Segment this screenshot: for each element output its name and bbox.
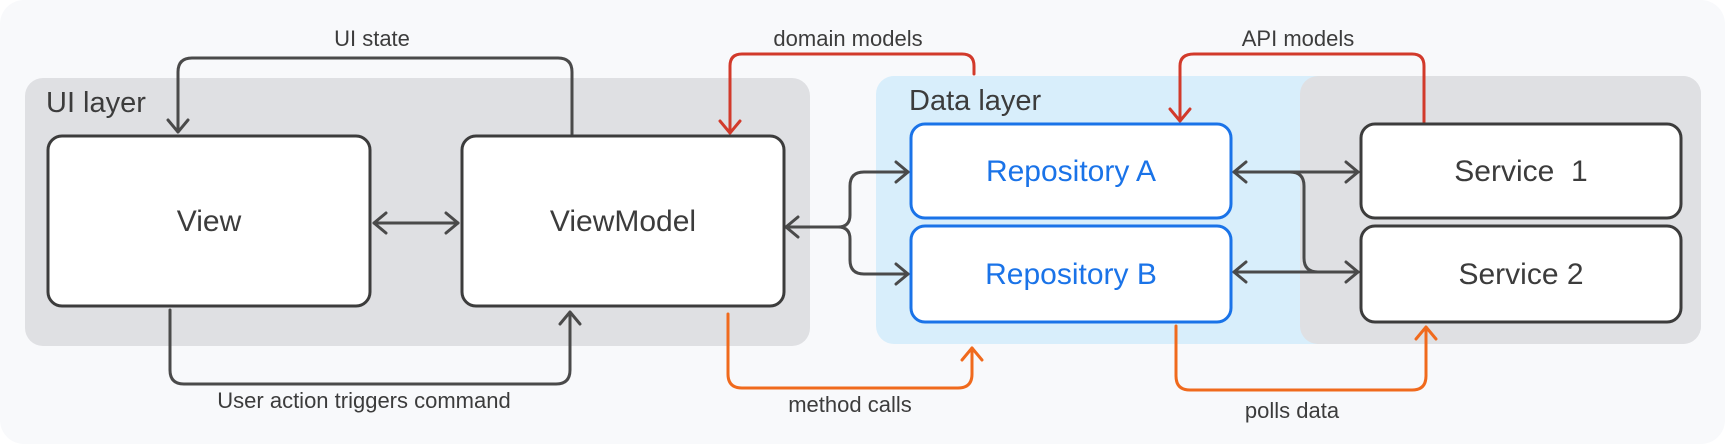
service-2-box	[1359, 224, 1683, 324]
polls-data-arrow	[1174, 324, 1428, 392]
service-2-label: Service 2	[1458, 258, 1583, 291]
data-layer-label: Data layer	[909, 85, 1042, 117]
method-calls-arrow	[726, 312, 974, 390]
ui-layer-label: UI layer	[46, 87, 146, 119]
viewmodel-box	[460, 134, 786, 308]
domain-models-label: domain models	[773, 26, 922, 51]
user-action-label: User action triggers command	[217, 388, 510, 413]
ui-state-label: UI state	[334, 26, 410, 51]
repository-a-box	[909, 122, 1233, 220]
api-models-label: API models	[1242, 26, 1355, 51]
service-1-label: Service 1	[1454, 155, 1587, 188]
api-models-arrow	[1178, 52, 1426, 124]
user-action-arrow	[168, 308, 572, 386]
viewmodel-label: ViewModel	[550, 205, 696, 238]
service-1-box	[1359, 122, 1683, 220]
view-box	[46, 134, 372, 308]
method-calls-label: method calls	[788, 392, 912, 417]
view-label: View	[177, 205, 242, 238]
polls-data-label: polls data	[1245, 398, 1340, 423]
ui-state-arrow	[176, 56, 574, 136]
repository-b-box	[909, 224, 1233, 324]
domain-models-arrow	[728, 52, 976, 134]
repository-a-label: Repository A	[986, 155, 1156, 188]
repository-b-label: Repository B	[985, 258, 1157, 291]
